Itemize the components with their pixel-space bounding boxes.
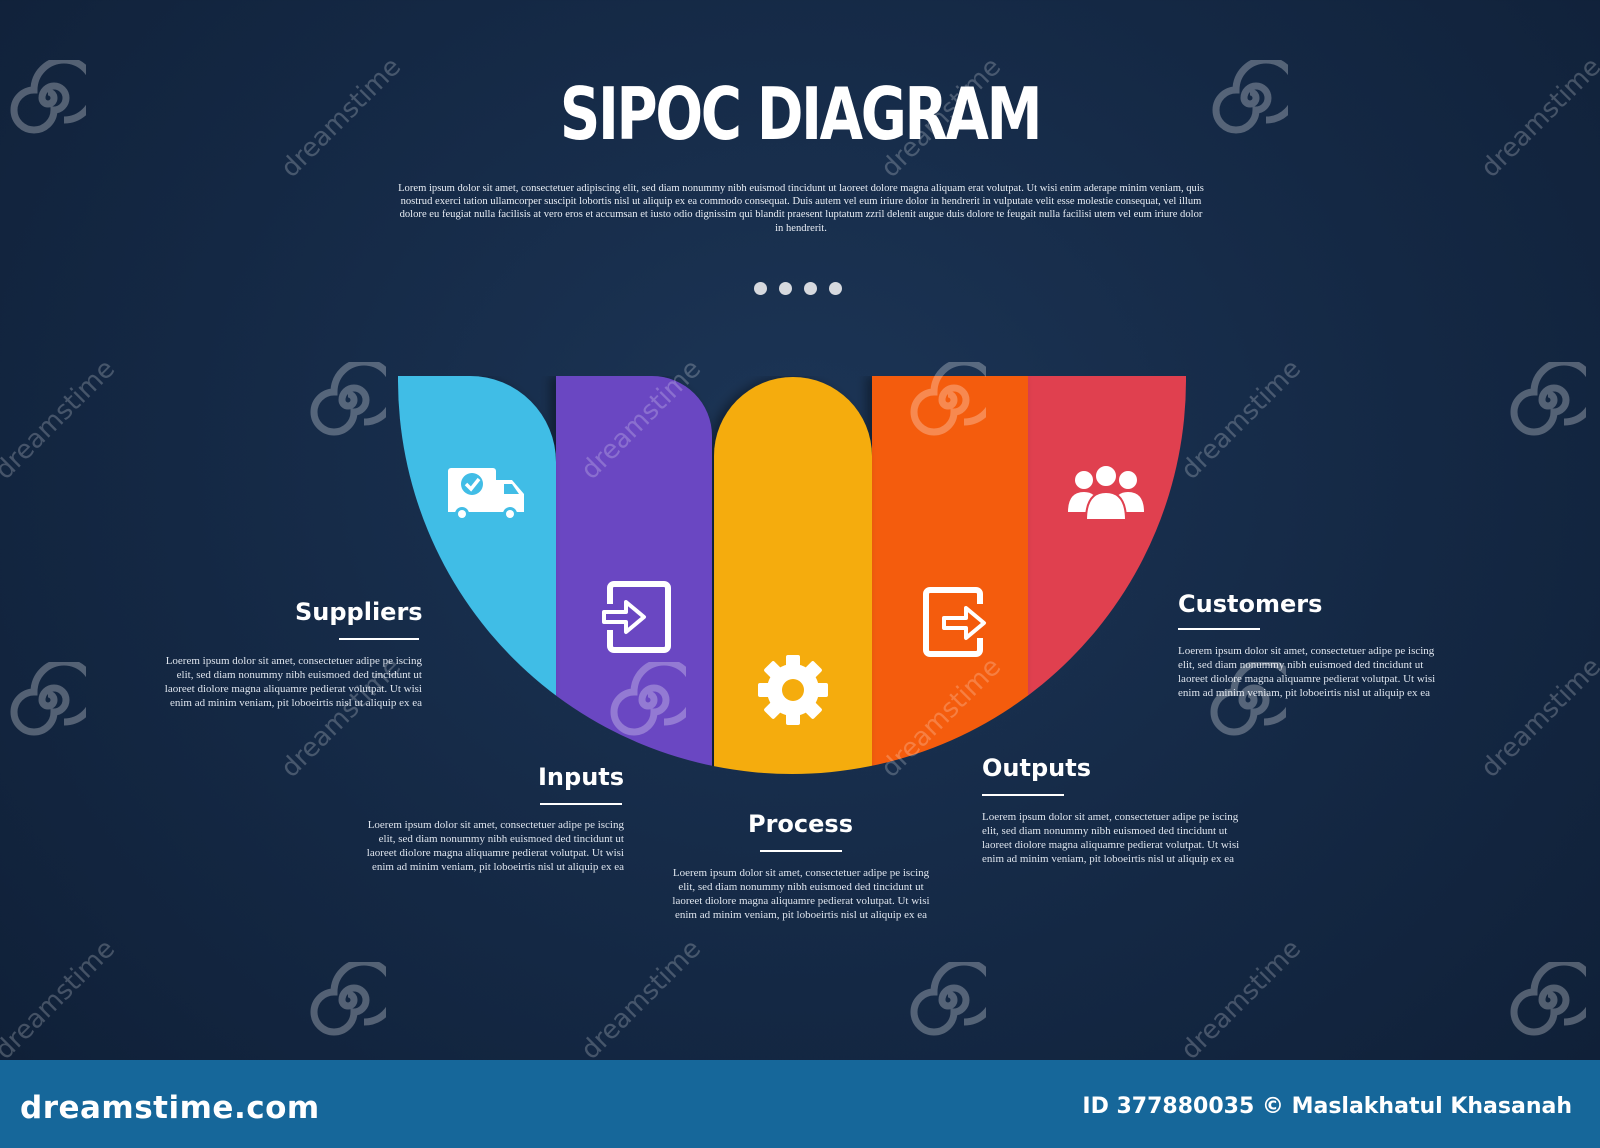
sign-out-icon — [923, 587, 986, 657]
dot — [804, 282, 817, 295]
sign-in-icon — [602, 581, 671, 653]
inputs-text: Loerem ipsum dolor sit amet, consectetue… — [366, 819, 624, 873]
dreamstime-swirl-icon — [610, 662, 686, 736]
process-heading: Process — [748, 810, 853, 838]
gear-icon — [758, 655, 828, 725]
dreamstime-swirl-icon — [910, 362, 986, 436]
outputs-heading: Outputs — [982, 754, 1091, 782]
dreamstime-swirl-icon — [1212, 60, 1288, 134]
suppliers-text: Loerem ipsum dolor sit amet, consectetue… — [164, 655, 422, 709]
inputs-underline — [540, 803, 622, 805]
dreamstime-swirl-icon — [1210, 662, 1286, 736]
customers-heading: Customers — [1178, 590, 1323, 618]
dreamstime-swirl-icon — [1510, 362, 1586, 436]
inputs-heading: Inputs — [538, 763, 625, 791]
dreamstime-swirl-icon — [1510, 962, 1586, 1036]
segment-process — [714, 377, 872, 774]
dreamstime-swirl-icon — [910, 962, 986, 1036]
dot — [829, 282, 842, 295]
suppliers-heading: Suppliers — [295, 598, 423, 626]
suppliers-underline — [339, 638, 419, 640]
customers-text: Loerem ipsum dolor sit amet, consectetue… — [1178, 645, 1436, 699]
dreamstime-swirl-icon — [10, 662, 86, 736]
footer-logo: dreamstime.com — [20, 1090, 320, 1126]
dreamstime-swirl-icon — [310, 962, 386, 1036]
customers-underline — [1178, 628, 1260, 630]
dot — [779, 282, 792, 295]
dot — [754, 282, 767, 295]
sipoc-infographic: SIPOC DIAGRAM Lorem ipsum dolor sit amet… — [10, 60, 1586, 1036]
dreamstime-swirl-icon — [310, 362, 386, 436]
delivery-truck-icon — [448, 468, 524, 521]
outputs-text: Loerem ipsum dolor sit amet, consectetue… — [982, 811, 1240, 865]
page-title: SIPOC DIAGRAM — [559, 72, 1043, 156]
intro-paragraph: Lorem ipsum dolor sit amet, consectetuer… — [398, 183, 1204, 234]
process-underline — [760, 850, 842, 852]
footer-bar: dreamstime.com ID 377880035 © Maslakhatu… — [0, 1060, 1600, 1148]
outputs-underline — [982, 794, 1064, 796]
footer-credit: ID 377880035 © Maslakhatul Khasanah — [1082, 1094, 1572, 1119]
process-text: Loerem ipsum dolor sit amet, consectetue… — [672, 867, 930, 921]
dreamstime-swirl-icon — [10, 60, 86, 134]
sipoc-bowl-diagram — [398, 376, 1186, 774]
people-group-icon — [1068, 464, 1144, 521]
